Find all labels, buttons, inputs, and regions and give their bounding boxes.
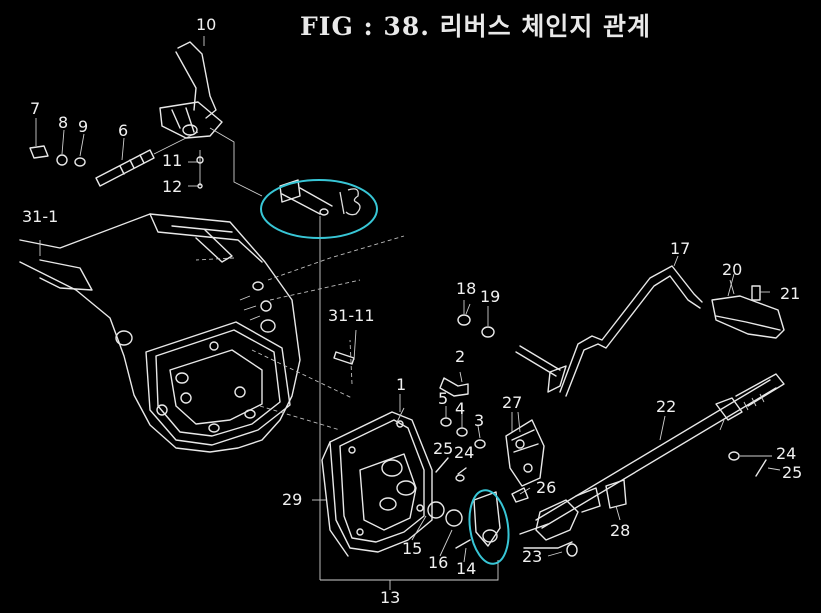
callout-31-11: 31-11 [328,306,375,325]
callout-10: 10 [196,15,216,34]
callout-24-left: 24 [454,443,474,462]
callout-12: 12 [162,177,182,196]
handwritten-13-note [339,188,361,216]
callout-25-left: 25 [433,439,453,458]
callout-2: 2 [455,347,465,366]
callout-8: 8 [58,113,68,132]
callout-17: 17 [670,239,690,258]
leader-lines [35,36,770,563]
callout-15: 15 [402,539,422,558]
reverse-rod-17 [457,265,703,397]
pin-13 [279,179,333,580]
callout-6: 6 [118,121,128,140]
callout-31-1: 31-1 [22,207,58,226]
callout-13: 13 [380,588,400,607]
callout-19: 19 [480,287,500,306]
guide-lines [195,235,499,590]
callout-16: 16 [428,553,448,572]
reverse-lever [159,41,263,197]
callout-5: 5 [438,389,448,408]
callout-labels: 10 7 8 9 6 11 12 31-1 31-11 18 19 17 20 … [22,15,802,607]
callout-25-right: 25 [782,463,802,482]
callout-24-right: 24 [776,444,796,463]
callout-7: 7 [30,99,40,118]
shift-cover [329,407,433,553]
pin-31-11 [333,329,357,365]
callout-20: 20 [722,260,742,279]
nut-26 [511,487,529,503]
gasket-29 [312,441,349,557]
callout-18: 18 [456,279,476,298]
callout-26: 26 [536,478,556,497]
callout-28: 28 [610,521,630,540]
callout-9: 9 [78,117,88,136]
reverse-arm-assembly [427,491,501,549]
transmission-case [19,213,301,453]
shift-cable [519,373,785,557]
figure-title: FIG : 38. 리버스 체인지 관계 [300,12,651,41]
callout-1: 1 [396,375,406,394]
highlight-ellipse-arm [468,489,510,565]
highlight-marks [260,179,510,565]
callout-22: 22 [656,397,676,416]
cable-hardware [728,451,781,477]
callout-27: 27 [502,393,522,412]
bracket-27 [505,411,545,487]
callout-4: 4 [455,399,465,418]
callout-3: 3 [474,411,484,430]
cover-hardware [435,371,486,482]
callout-11: 11 [162,151,182,170]
callout-14: 14 [456,559,476,578]
callout-23: 23 [522,547,542,566]
knob-20 [711,279,785,339]
highlight-ellipse-pin [260,179,378,239]
callout-29: 29 [282,490,302,509]
callout-21: 21 [780,284,800,303]
